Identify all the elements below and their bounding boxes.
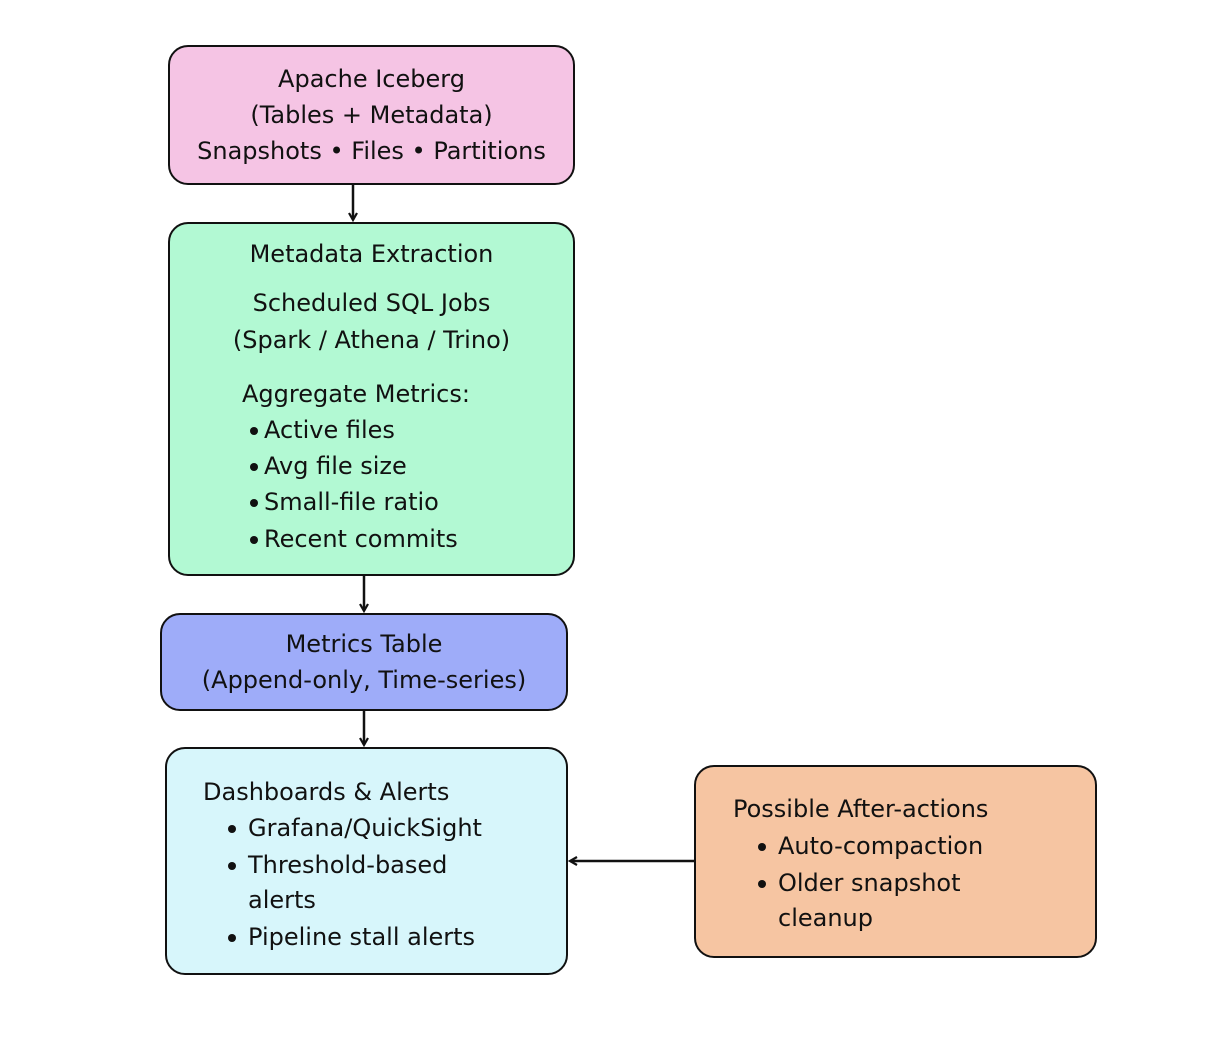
list-item-continuation: alerts bbox=[248, 885, 316, 915]
list-item: Recent commits bbox=[250, 524, 458, 554]
list-item: Pipeline stall alerts bbox=[228, 922, 476, 952]
metadata-extraction-node: Metadata Extraction Scheduled SQL Jobs (… bbox=[168, 222, 575, 576]
list-item: Avg file size bbox=[250, 451, 407, 481]
bullet-icon bbox=[250, 499, 258, 507]
list-item-continuation: cleanup bbox=[778, 903, 873, 933]
metric-label: Recent commits bbox=[264, 525, 458, 553]
dashboard-item-label: Threshold-based bbox=[248, 851, 448, 879]
list-item: Small-file ratio bbox=[250, 487, 439, 517]
extraction-jobs-line2: (Spark / Athena / Trino) bbox=[232, 326, 511, 354]
after-actions-node: Possible After-actions Auto-compaction O… bbox=[694, 765, 1097, 958]
metrics-table-subtitle: (Append-only, Time-series) bbox=[201, 666, 527, 694]
list-item: Older snapshot bbox=[758, 868, 961, 898]
bullet-icon bbox=[228, 862, 236, 870]
iceberg-subtitle: (Tables + Metadata) bbox=[250, 101, 493, 129]
after-action-label: Older snapshot bbox=[778, 869, 961, 897]
dashboards-title: Dashboards & Alerts bbox=[203, 778, 450, 806]
list-item: Active files bbox=[250, 415, 395, 445]
dashboard-item-label: Pipeline stall alerts bbox=[248, 923, 476, 951]
iceberg-title: Apache Iceberg bbox=[278, 65, 465, 93]
bullet-icon bbox=[758, 880, 766, 888]
bullet-icon bbox=[228, 825, 236, 833]
aggregate-metrics-heading: Aggregate Metrics: bbox=[242, 380, 470, 408]
bullet-icon bbox=[758, 843, 766, 851]
after-action-label: cleanup bbox=[778, 904, 873, 932]
metric-label: Avg file size bbox=[264, 452, 407, 480]
metric-label: Active files bbox=[264, 416, 395, 444]
list-item: Auto-compaction bbox=[758, 831, 984, 861]
metrics-table-title: Metrics Table bbox=[285, 630, 443, 658]
extraction-title: Metadata Extraction bbox=[249, 240, 494, 268]
metrics-table-node: Metrics Table (Append-only, Time-series) bbox=[160, 613, 568, 711]
bullet-icon bbox=[250, 536, 258, 544]
dashboard-item-label: Grafana/QuickSight bbox=[248, 814, 482, 842]
extraction-jobs-line1: Scheduled SQL Jobs bbox=[252, 289, 491, 317]
after-action-label: Auto-compaction bbox=[778, 832, 984, 860]
iceberg-details: Snapshots • Files • Partitions bbox=[197, 137, 546, 165]
dashboards-alerts-node: Dashboards & Alerts Grafana/QuickSight T… bbox=[165, 747, 568, 975]
bullet-icon bbox=[250, 427, 258, 435]
list-item: Threshold-based bbox=[228, 850, 448, 880]
list-item: Grafana/QuickSight bbox=[228, 813, 482, 843]
iceberg-node: Apache Iceberg (Tables + Metadata) Snaps… bbox=[168, 45, 575, 185]
metric-label: Small-file ratio bbox=[264, 488, 439, 516]
bullet-icon bbox=[228, 934, 236, 942]
after-actions-title: Possible After-actions bbox=[733, 795, 989, 823]
dashboard-item-label: alerts bbox=[248, 886, 316, 914]
bullet-icon bbox=[250, 463, 258, 471]
